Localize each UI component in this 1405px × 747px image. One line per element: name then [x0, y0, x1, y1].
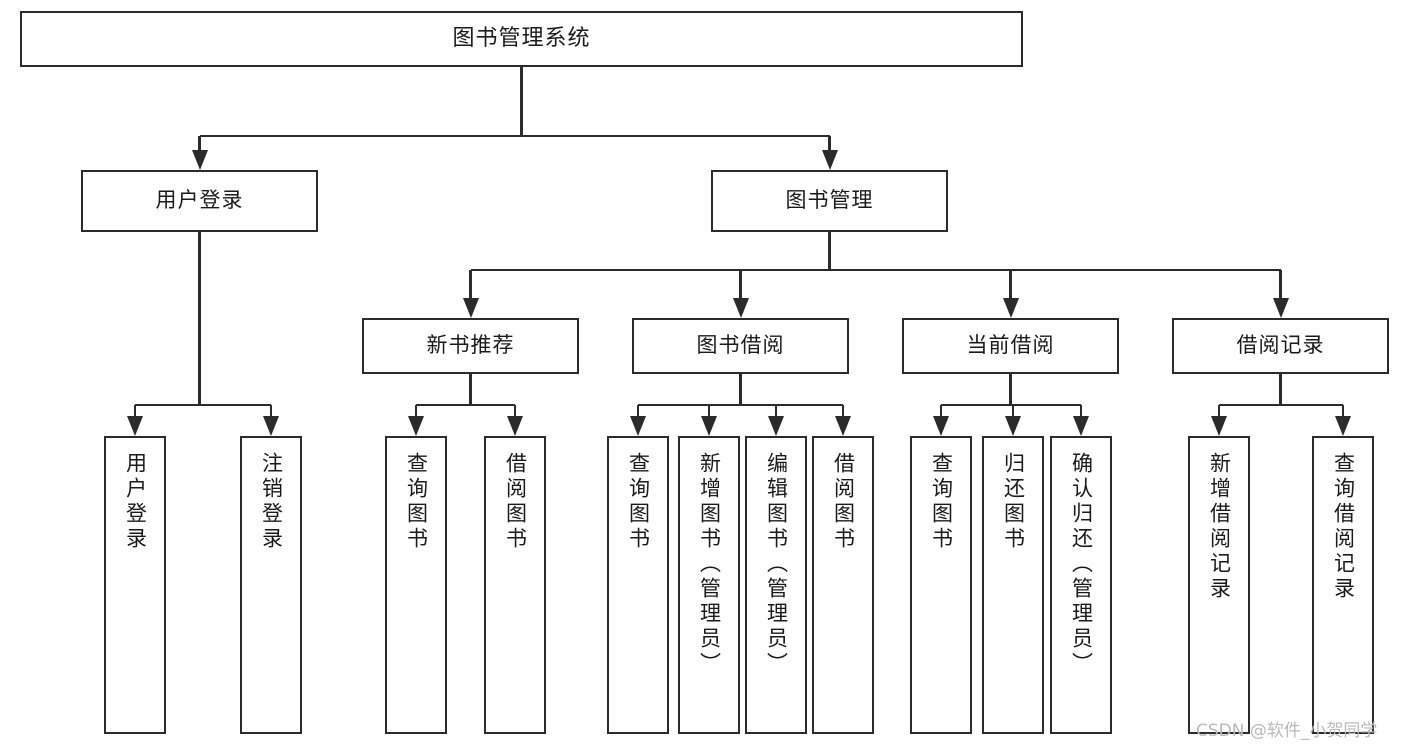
connector-vertical: [828, 232, 831, 270]
arrowhead-icon: [1272, 298, 1289, 318]
connector-vertical: [774, 405, 778, 416]
node-label: 用户登录: [155, 188, 244, 213]
leaf-node-label: 借阅图书: [503, 452, 528, 552]
arrowhead-icon: [507, 416, 523, 436]
connector-vertical: [739, 374, 742, 405]
leaf-node-label: 借阅图书: [831, 452, 856, 552]
leaf-node-注销登录[interactable]: 注销登录: [240, 436, 302, 734]
arrowhead-icon: [462, 298, 479, 318]
node-label: 当前借阅: [966, 333, 1055, 358]
leaf-node-归还图书[interactable]: 归还图书: [982, 436, 1044, 734]
node-新书推荐[interactable]: 新书推荐: [362, 318, 579, 374]
node-图书管理[interactable]: 图书管理: [711, 170, 948, 232]
connector-vertical: [739, 270, 742, 298]
leaf-node-label: 查询借阅记录: [1331, 452, 1356, 602]
connector-vertical: [1009, 270, 1012, 298]
arrowhead-icon: [701, 416, 717, 436]
leaf-node-查询图书[interactable]: 查询图书: [385, 436, 447, 734]
node-label: 图书管理: [785, 188, 874, 213]
leaf-node-label: 查询图书: [929, 452, 954, 552]
connector-vertical: [1009, 374, 1012, 405]
node-label: 借阅记录: [1236, 333, 1325, 358]
leaf-node-新增图书（管理员）[interactable]: 新增图书（管理员）: [678, 436, 740, 734]
leaf-node-label: 查询图书: [404, 452, 429, 552]
arrowhead-icon: [630, 416, 646, 436]
leaf-node-借阅图书[interactable]: 借阅图书: [812, 436, 874, 734]
node-root-图书管理系统[interactable]: 图书管理系统: [20, 11, 1023, 67]
node-label: 新书推荐: [426, 333, 515, 358]
leaf-node-查询借阅记录[interactable]: 查询借阅记录: [1312, 436, 1374, 734]
node-label: 图书借阅: [696, 333, 785, 358]
connector-vertical: [520, 67, 523, 136]
connector-vertical: [469, 374, 472, 405]
connector-vertical: [1079, 405, 1083, 416]
connector-horizontal: [941, 403, 1081, 407]
leaf-node-查询图书[interactable]: 查询图书: [607, 436, 669, 734]
leaf-node-label: 查询图书: [626, 452, 651, 552]
arrowhead-icon: [768, 416, 784, 436]
connector-vertical: [1279, 270, 1282, 298]
leaf-node-label: 新增借阅记录: [1207, 452, 1232, 602]
arrowhead-icon: [191, 150, 208, 170]
connector-vertical: [269, 405, 273, 416]
watermark-csdn: CSDN @软件_小贺同学: [1196, 721, 1378, 741]
arrowhead-icon: [821, 150, 838, 170]
arrowhead-icon: [933, 416, 949, 436]
connector-horizontal: [416, 403, 515, 407]
leaf-node-label: 确认归还（管理员）: [1069, 452, 1094, 677]
connector-horizontal: [470, 268, 1281, 272]
arrowhead-icon: [1335, 416, 1351, 436]
arrowhead-icon: [1211, 416, 1227, 436]
connector-vertical: [828, 136, 831, 150]
arrowhead-icon: [1002, 298, 1019, 318]
connector-vertical: [414, 405, 418, 416]
connector-vertical: [1279, 374, 1282, 405]
leaf-node-label: 编辑图书（管理员）: [764, 452, 789, 677]
node-借阅记录[interactable]: 借阅记录: [1172, 318, 1389, 374]
connector-vertical: [939, 405, 943, 416]
connector-vertical: [636, 405, 640, 416]
connector-vertical: [1011, 405, 1015, 416]
arrowhead-icon: [408, 416, 424, 436]
leaf-node-label: 新增图书（管理员）: [697, 452, 722, 677]
leaf-node-借阅图书[interactable]: 借阅图书: [484, 436, 546, 734]
leaf-node-label: 归还图书: [1001, 452, 1026, 552]
connector-vertical: [513, 405, 517, 416]
arrowhead-icon: [263, 416, 279, 436]
leaf-node-确认归还（管理员）[interactable]: 确认归还（管理员）: [1050, 436, 1112, 734]
connector-horizontal: [638, 403, 843, 407]
arrowhead-icon: [1073, 416, 1089, 436]
node-label: 图书管理系统: [452, 25, 591, 51]
connector-vertical: [133, 405, 137, 416]
connector-vertical: [198, 232, 201, 405]
leaf-node-label: 用户登录: [123, 452, 148, 552]
leaf-node-查询图书[interactable]: 查询图书: [910, 436, 972, 734]
connector-vertical: [841, 405, 845, 416]
connector-horizontal: [1219, 403, 1343, 407]
connector-horizontal: [199, 134, 830, 138]
arrowhead-icon: [1005, 416, 1021, 436]
connector-vertical: [1217, 405, 1221, 416]
leaf-node-用户登录[interactable]: 用户登录: [104, 436, 166, 734]
connector-vertical: [707, 405, 711, 416]
arrowhead-icon: [835, 416, 851, 436]
leaf-node-label: 注销登录: [259, 452, 284, 552]
connector-horizontal: [135, 403, 271, 407]
connector-vertical: [198, 136, 201, 150]
node-用户登录[interactable]: 用户登录: [81, 170, 318, 232]
connector-vertical: [469, 270, 472, 298]
node-图书借阅[interactable]: 图书借阅: [632, 318, 849, 374]
leaf-node-新增借阅记录[interactable]: 新增借阅记录: [1188, 436, 1250, 734]
connector-vertical: [1341, 405, 1345, 416]
arrowhead-icon: [732, 298, 749, 318]
arrowhead-icon: [127, 416, 143, 436]
leaf-node-编辑图书（管理员）[interactable]: 编辑图书（管理员）: [745, 436, 807, 734]
node-当前借阅[interactable]: 当前借阅: [902, 318, 1119, 374]
